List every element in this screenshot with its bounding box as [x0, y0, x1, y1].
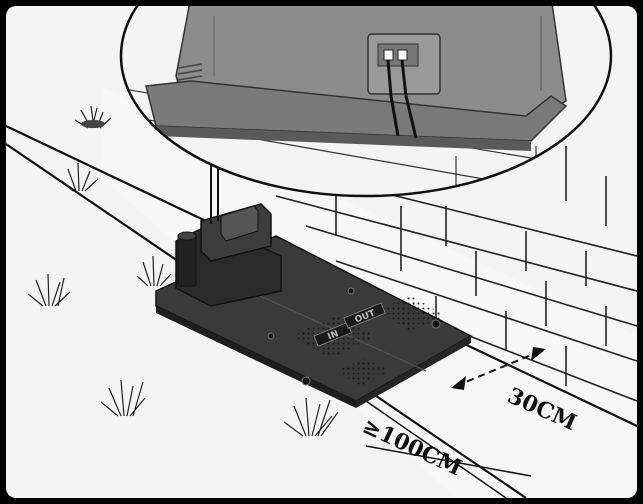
magnified-detail	[119, 6, 613, 198]
scene-svg: IN OUT	[6, 6, 637, 498]
charging-station: IN OUT	[155, 203, 473, 408]
dock-mark-in: IN	[326, 329, 340, 342]
grass-tufts	[27, 105, 339, 437]
illustration-frame: IN OUT	[6, 6, 637, 498]
